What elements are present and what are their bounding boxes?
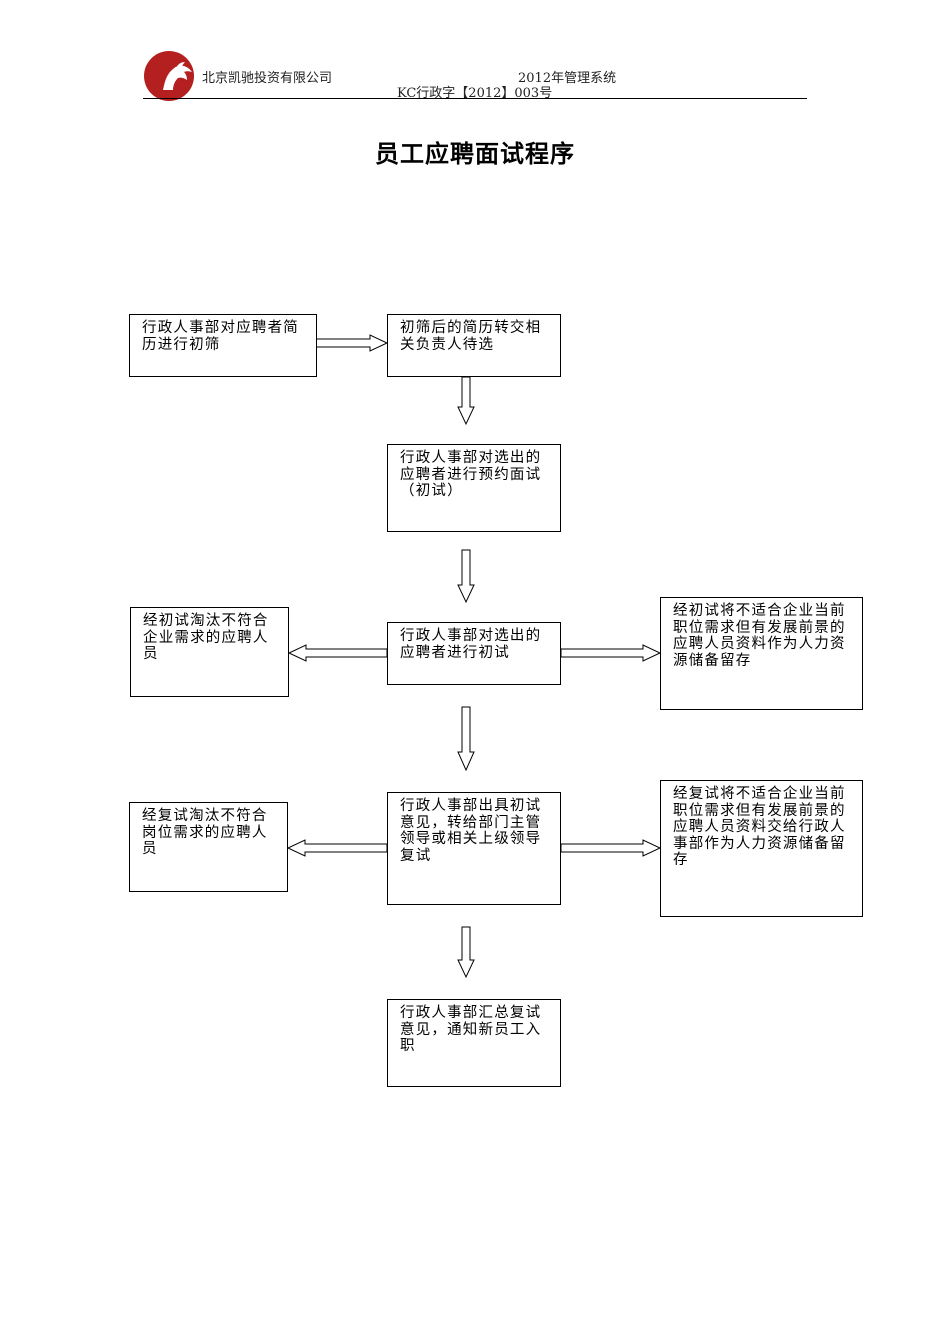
arrow-first-to-reject — [287, 644, 388, 662]
arrow-first-to-reserve — [560, 644, 662, 662]
arrow-second-to-reserve — [560, 839, 662, 857]
node-second-reject: 经复试淘汰不符合岗位需求的应聘人员 — [129, 802, 288, 892]
company-name: 北京凯驰投资有限公司 — [202, 71, 333, 86]
node-forward-resumes: 初筛后的简历转交相关负责人待选 — [387, 314, 561, 377]
node-onboard: 行政人事部汇总复试意见，通知新员工入职 — [387, 999, 561, 1087]
system-name: 2012年管理系统 — [518, 71, 617, 86]
node-text: 经复试淘汰不符合岗位需求的应聘人员 — [142, 808, 268, 857]
header-divider — [143, 98, 807, 99]
arrow-schedule-to-first — [457, 549, 475, 604]
node-first-reject: 经初试淘汰不符合企业需求的应聘人员 — [130, 607, 289, 697]
node-text: 行政人事部对选出的应聘者进行预约面试（初试） — [400, 450, 542, 499]
node-text: 经初试淘汰不符合企业需求的应聘人员 — [143, 613, 269, 662]
node-second-reserve: 经复试将不适合企业当前职位需求但有发展前景的应聘人员资料交给行政人事部作为人力资… — [660, 780, 863, 917]
node-text: 行政人事部出具初试意见，转给部门主管领导或相关上级领导复试 — [400, 798, 542, 864]
node-first-interview: 行政人事部对选出的应聘者进行初试 — [387, 622, 561, 685]
company-logo-icon — [144, 51, 194, 101]
node-text: 经复试将不适合企业当前职位需求但有发展前景的应聘人员资料交给行政人事部作为人力资… — [673, 786, 846, 868]
node-text: 行政人事部对应聘者简历进行初筛 — [142, 320, 299, 353]
node-screen-resumes: 行政人事部对应聘者简历进行初筛 — [129, 314, 317, 377]
arrow-first-to-second — [457, 706, 475, 772]
arrow-second-to-onboard — [457, 926, 475, 979]
arrow-forward-to-schedule — [457, 376, 475, 426]
node-text: 经初试将不适合企业当前职位需求但有发展前景的应聘人员资料作为人力资源储备留存 — [673, 603, 846, 669]
node-second-interview: 行政人事部出具初试意见，转给部门主管领导或相关上级领导复试 — [387, 792, 561, 905]
node-text: 行政人事部汇总复试意见，通知新员工入职 — [400, 1005, 542, 1054]
arrow-second-to-reject — [286, 839, 388, 857]
node-first-reserve: 经初试将不适合企业当前职位需求但有发展前景的应聘人员资料作为人力资源储备留存 — [660, 597, 863, 710]
node-text: 初筛后的简历转交相关负责人待选 — [400, 320, 542, 353]
arrow-screen-to-forward — [315, 334, 389, 352]
node-text: 行政人事部对选出的应聘者进行初试 — [400, 628, 542, 661]
node-schedule-first-interview: 行政人事部对选出的应聘者进行预约面试（初试） — [387, 444, 561, 532]
page-title: 员工应聘面试程序 — [375, 140, 575, 168]
document-number: KC行政字【2012】003号 — [397, 86, 553, 101]
